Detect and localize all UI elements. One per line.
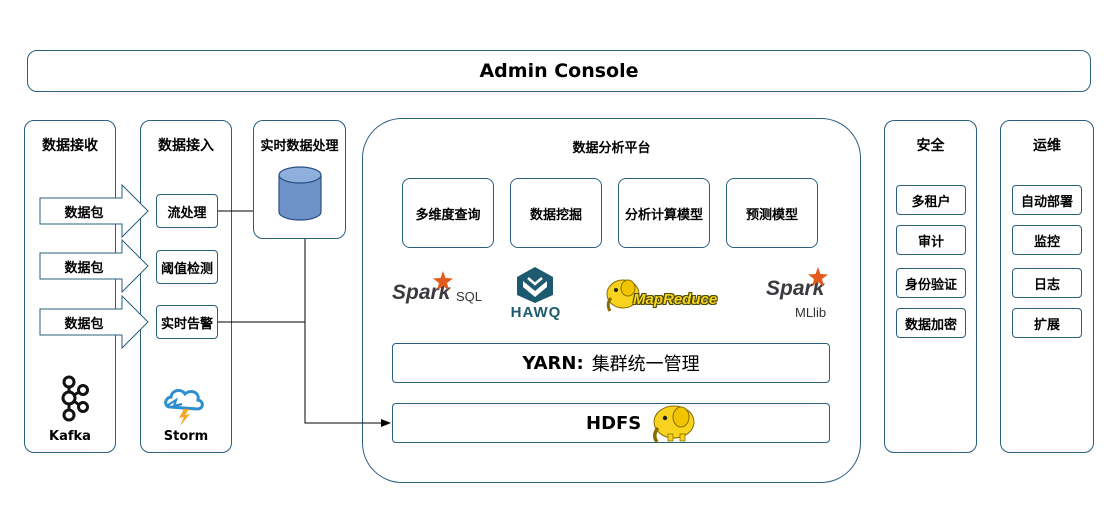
spark-star-icon — [433, 271, 453, 291]
ops-item-deploy: 自动部署 — [1012, 185, 1082, 215]
ingest-item-stream: 流处理 — [156, 194, 218, 228]
realtime-processing-title: 实时数据处理 — [260, 139, 339, 154]
ops-title: 运维 — [1033, 138, 1061, 154]
spark-sql-logo: Spark SQL — [390, 268, 490, 308]
spark-brand-text: Spark — [766, 277, 825, 300]
data-ingest-title: 数据接入 — [158, 138, 214, 154]
security-item-auth: 身份验证 — [896, 268, 966, 298]
ingest-item-alert: 实时告警 — [156, 305, 218, 339]
security-item-audit: 审计 — [896, 225, 966, 255]
spark-mllib-suffix: MLlib — [795, 305, 827, 320]
module-multidim-query: 多维度查询 — [402, 178, 494, 248]
spark-star-icon — [808, 267, 828, 287]
security-title: 安全 — [916, 138, 945, 154]
module-prediction-model: 预测模型 — [726, 178, 818, 248]
admin-console-bar: Admin Console — [27, 50, 1091, 92]
analytics-platform-title: 数据分析平台 — [572, 141, 651, 156]
ingest-item-threshold: 阈值检测 — [156, 250, 218, 284]
ops-item-log: 日志 — [1012, 268, 1082, 298]
hdfs-bar: HDFS — [392, 403, 830, 443]
storm-icon — [164, 388, 204, 426]
spark-sql-suffix: SQL — [456, 289, 483, 304]
data-ingest-panel: 数据接入 — [140, 120, 232, 453]
spark-brand-text: Spark — [392, 281, 451, 304]
yarn-desc: 集群统一管理 — [591, 354, 700, 375]
spark-mllib-logo: Spark MLlib — [766, 265, 846, 325]
packet-label: 数据包 — [64, 205, 104, 221]
hadoop-elephant-icon — [653, 405, 695, 444]
packet-arrow-shape — [39, 183, 149, 239]
ops-item-monitor: 监控 — [1012, 225, 1082, 255]
yarn-bar: YARN: 集群统一管理 — [392, 343, 830, 383]
admin-console-title: Admin Console — [479, 60, 639, 82]
hawq-icon — [517, 267, 553, 303]
packet-label: 数据包 — [64, 260, 104, 276]
kafka-label: Kafka — [49, 429, 91, 444]
hdfs-label: HDFS — [586, 413, 642, 434]
hawq-label: HAWQ — [510, 304, 562, 321]
security-item-encryption: 数据加密 — [896, 308, 966, 338]
hadoop-elephant-icon — [606, 279, 640, 312]
ops-item-scale: 扩展 — [1012, 308, 1082, 338]
module-data-mining: 数据挖掘 — [510, 178, 602, 248]
database-cylinder-icon — [278, 166, 322, 221]
packet-label: 数据包 — [64, 316, 104, 332]
data-receive-panel: 数据接收 — [24, 120, 116, 453]
kafka-icon — [61, 375, 89, 422]
module-analysis-model: 分析计算模型 — [618, 178, 710, 248]
data-receive-title: 数据接收 — [42, 138, 98, 154]
alert-to-hdfs-connector — [218, 321, 391, 427]
packet-arrow-shape — [39, 294, 149, 350]
yarn-name: YARN: — [522, 352, 584, 374]
mapreduce-label: MapReduce — [633, 291, 718, 308]
storm-label: Storm — [163, 429, 209, 444]
packet-arrow-shape — [39, 238, 149, 294]
security-item-multitenant: 多租户 — [896, 185, 966, 215]
